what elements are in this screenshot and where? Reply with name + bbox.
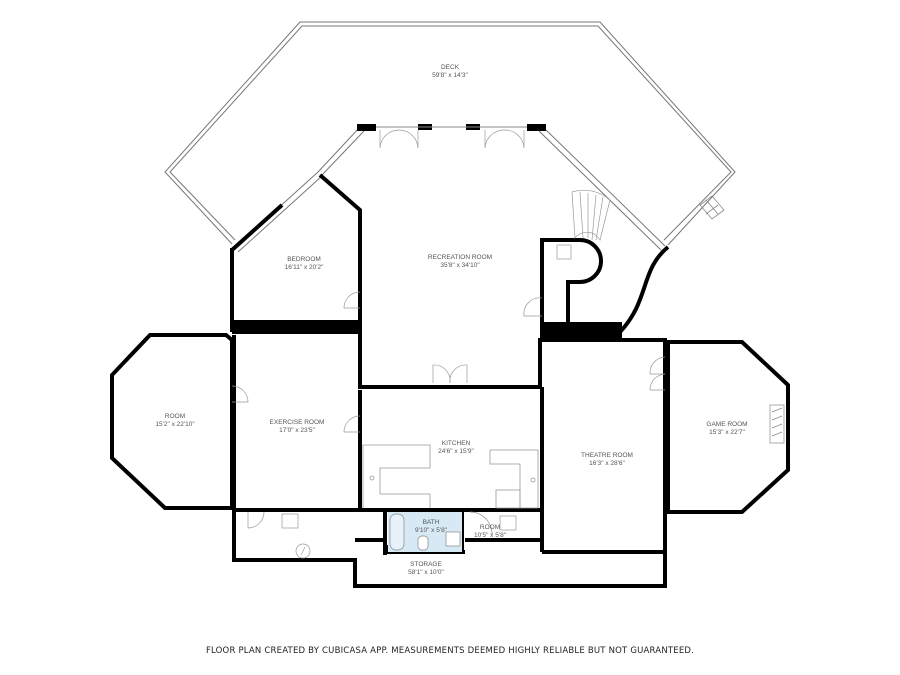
bath-fixtures [388, 512, 462, 552]
recreation-glass-walls [233, 126, 666, 253]
deck-stairs-icon [699, 195, 725, 220]
appliance-icon [281, 513, 299, 529]
disclaimer-footer: FLOOR PLAN CREATED BY CUBICASA APP. MEAS… [205, 646, 695, 656]
spiral-stair-icon [556, 189, 611, 260]
kitchen-counters [362, 444, 539, 509]
recreation-top-wall [357, 124, 546, 149]
water-heater-icon [295, 543, 311, 559]
fireplace-icon [769, 404, 785, 444]
appliance-icon [499, 515, 517, 531]
deck-outline [164, 21, 736, 246]
